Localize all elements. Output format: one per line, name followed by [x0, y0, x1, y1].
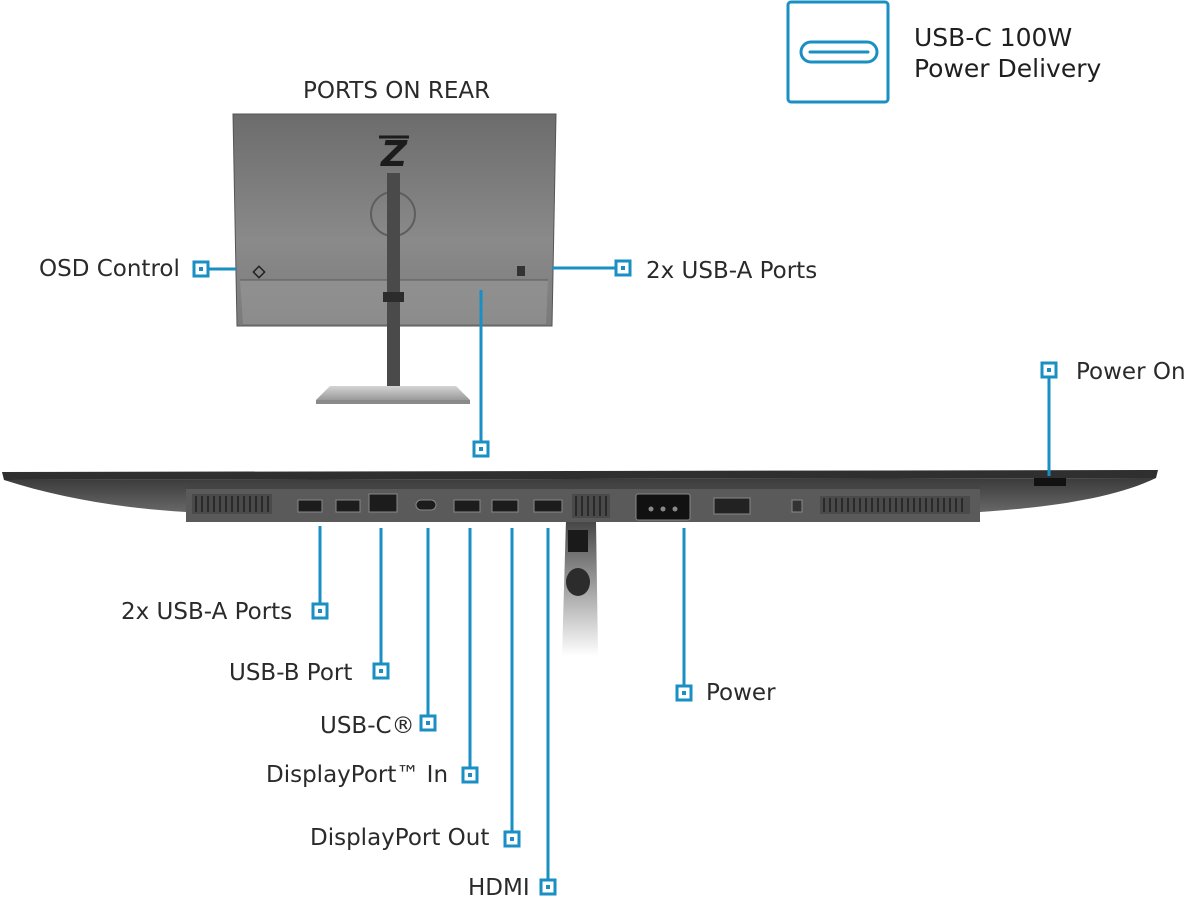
monitor-bottom-view	[2, 470, 1158, 656]
usb-c-port-icon	[799, 40, 879, 64]
callout-usb-c: USB-C®	[320, 713, 415, 739]
monitor-rear-view: Z	[232, 113, 557, 404]
badge-line-1: USB-C 100W	[914, 23, 1073, 52]
leader-lines	[208, 266, 1051, 880]
callout-displayport-in: DisplayPort™ In	[266, 762, 449, 788]
callout-hdmi: HDMI	[468, 875, 530, 901]
callout-osd-control: OSD Control	[39, 256, 180, 282]
callout-markers	[192, 259, 1058, 896]
usb-c-badge	[786, 0, 890, 104]
callout-power-on: Power On	[1076, 359, 1186, 385]
callout-usb-a-top: 2x USB-A Ports	[646, 258, 818, 284]
callout-usb-b: USB-B Port	[229, 660, 353, 686]
page-title: PORTS ON REAR	[303, 78, 491, 104]
callout-power: Power	[706, 680, 776, 706]
callout-marker-dots	[199, 266, 1051, 889]
badge-label: USB-C 100W Power Delivery	[914, 22, 1101, 85]
callout-usb-a-bottom: 2x USB-A Ports	[121, 599, 293, 625]
badge-line-2: Power Delivery	[914, 54, 1102, 84]
z-logo: Z	[380, 134, 408, 175]
callout-displayport-out: DisplayPort Out	[310, 825, 490, 851]
